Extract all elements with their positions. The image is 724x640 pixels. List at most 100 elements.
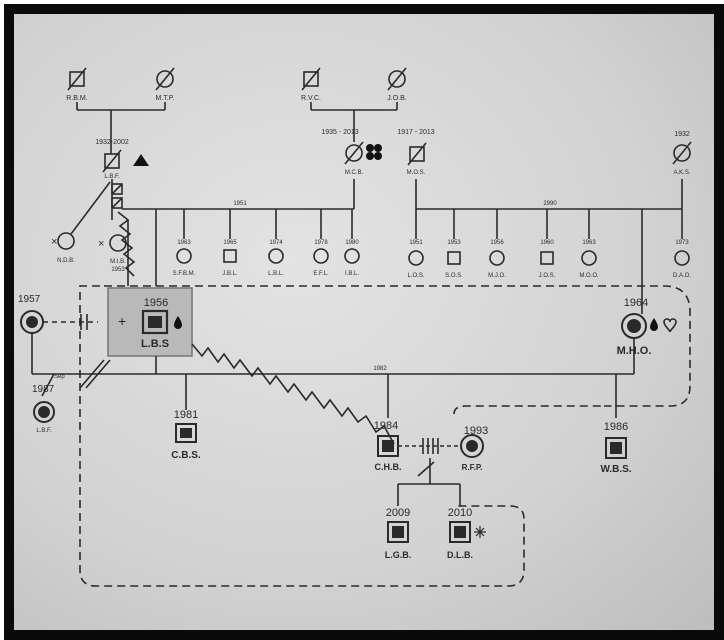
svg-text:A.K.S.: A.K.S. [673, 170, 690, 176]
svg-text:1956: 1956 [490, 240, 504, 246]
gf-child-marks [111, 179, 136, 286]
svg-text:R.V.C.: R.V.C. [301, 95, 321, 102]
chb-rfp-union [397, 438, 461, 506]
svg-text:1935 - 2013: 1935 - 2013 [321, 129, 358, 136]
maternal-sibship-line: 2990 [415, 201, 683, 314]
svg-text:M.C.B.: M.C.B. [345, 170, 364, 176]
ggp3-node: R.V.C. [301, 67, 321, 102]
svg-text:D.L.B.: D.L.B. [447, 550, 473, 560]
ggp-maternal-links [310, 102, 398, 142]
svg-text:2990: 2990 [543, 201, 557, 207]
svg-text:C.H.B.: C.H.B. [375, 462, 402, 472]
svg-text:L.B.F.: L.B.F. [104, 174, 120, 180]
sibling-4-node: 1978 E.F.L. [313, 240, 329, 277]
svg-text:1953: 1953 [447, 240, 461, 246]
svg-text:1932-2002: 1932-2002 [95, 139, 129, 146]
svg-text:1951: 1951 [233, 201, 247, 207]
svg-text:1932: 1932 [674, 131, 690, 138]
svg-text:M.O.O.: M.O.O. [579, 273, 599, 279]
main-marriage-line: 1982 Sep [31, 333, 635, 389]
paternal-sibship-line: 1951 [122, 179, 355, 286]
ggp2-node: M.T.P. [155, 67, 175, 102]
maternal-sibling-6-node: 1973 D.A.O. [673, 240, 691, 279]
svg-text:J.B.L.: J.B.L. [222, 271, 238, 277]
svg-text:1956: 1956 [144, 297, 168, 309]
svg-text:J.O.B.: J.O.B. [387, 95, 407, 102]
sibling-1-node: 1963 S.F.B.M. [173, 240, 196, 277]
grandmother-node: 1935 - 2013 M.C.B. [321, 129, 382, 176]
ex-partner-node: 1957 57 [18, 294, 98, 334]
svg-text:28: 28 [613, 446, 619, 452]
svg-text:R.F.P.: R.F.P. [462, 463, 483, 472]
sibling-2-node: 1965 J.B.L. [222, 240, 238, 277]
svg-text:1987: 1987 [32, 384, 55, 395]
svg-text:1960: 1960 [540, 240, 554, 246]
svg-text:1964: 1964 [624, 297, 648, 309]
svg-text:×: × [51, 236, 57, 248]
snowflake-icon [474, 526, 486, 538]
svg-text:L.B.L.: L.B.L. [268, 271, 284, 277]
svg-text:E.F.L.: E.F.L. [313, 271, 329, 277]
svg-text:L.O.S.: L.O.S. [407, 273, 424, 279]
drop-icon-2 [650, 318, 658, 331]
gf-partner-ndb-node: × N.D.B. [51, 181, 111, 264]
svg-text:1953: 1953 [111, 267, 125, 273]
svg-text:27: 27 [41, 411, 48, 417]
svg-text:W.B.S.: W.B.S. [600, 464, 631, 475]
svg-text:30: 30 [385, 444, 391, 450]
svg-text:2009: 2009 [386, 507, 410, 519]
ggp-paternal-links [76, 102, 166, 154]
svg-text:×: × [98, 238, 104, 250]
ggp4-node: J.O.B. [387, 67, 407, 102]
mos-node: 1917 - 2013 M.O.S. [397, 129, 435, 209]
svg-text:58: 58 [152, 321, 159, 327]
svg-text:D.A.O.: D.A.O. [673, 273, 691, 279]
svg-text:1984: 1984 [374, 420, 398, 432]
household-boundary [104, 285, 691, 407]
aks-node: 1932 A.K.S. [672, 131, 692, 209]
svg-text:57: 57 [29, 321, 36, 327]
svg-text:S.O.S.: S.O.S. [445, 273, 463, 279]
partner-rfp-node: 1993 21 R.F.P. [460, 425, 488, 472]
svg-text:21: 21 [469, 445, 475, 451]
wife-node: 1964 49 M.H.O. [617, 297, 677, 357]
svg-text:L.B.S: L.B.S [141, 338, 169, 350]
svg-text:1978: 1978 [314, 240, 328, 246]
heart-icon [663, 318, 677, 333]
svg-text:1957: 1957 [18, 294, 41, 305]
grandfather-node: 1932-2002 L.B.F. [95, 139, 149, 180]
svg-text:5: 5 [397, 530, 400, 536]
ggp1-node: R.B.M. [66, 67, 88, 102]
svg-text:M.J.O.: M.J.O. [488, 273, 506, 279]
svg-text:2010: 2010 [448, 507, 472, 519]
sibling-3-node: 1974 L.B.L. [268, 240, 284, 277]
svg-text:I.B.L.: I.B.L. [345, 271, 359, 277]
svg-text:N.D.B.: N.D.B. [57, 258, 75, 264]
svg-text:1980: 1980 [345, 240, 359, 246]
drop-icon [174, 316, 182, 329]
clover-icon [366, 144, 382, 160]
genogram-diagram: R.B.M. M.T.P. R.V.C. J.O.B. [18, 67, 692, 587]
svg-text:L.G.B.: L.G.B. [385, 550, 412, 560]
sibling-5-node: 1980 I.B.L. [344, 240, 360, 277]
pedigree-frame: R.B.M. M.T.P. R.V.C. J.O.B. [4, 4, 724, 640]
child-wbs-node: 1986 28 W.B.S. [600, 374, 632, 475]
svg-text:+: + [118, 313, 126, 329]
svg-text:J.O.S.: J.O.S. [539, 273, 556, 279]
maternal-sibling-1-node: 1951 L.O.S. [407, 240, 424, 279]
svg-text:M.T.P.: M.T.P. [156, 95, 175, 102]
maternal-sibling-4-node: 1960 J.O.S. [539, 240, 556, 279]
svg-text:1974: 1974 [269, 240, 283, 246]
child-chb-node: 1984 30 C.H.B. [374, 374, 402, 472]
svg-text:M.I.B.: M.I.B. [110, 259, 126, 265]
maternal-sibling-3-node: 1956 M.J.O. [488, 240, 506, 279]
svg-text:4: 4 [459, 530, 462, 536]
svg-text:1963: 1963 [177, 240, 191, 246]
index-person-node: + 1956 58 L.B.S [118, 297, 182, 350]
maternal-sibling-5-node: 1963 M.O.O. [579, 240, 599, 279]
svg-text:1982: 1982 [373, 366, 387, 372]
svg-text:32: 32 [183, 431, 189, 437]
grandchild-lgb-node: 2009 5 L.G.B. [385, 507, 412, 560]
svg-text:1986: 1986 [604, 421, 628, 433]
child-cbs-node: 1981 32 C.B.S. [171, 374, 201, 461]
